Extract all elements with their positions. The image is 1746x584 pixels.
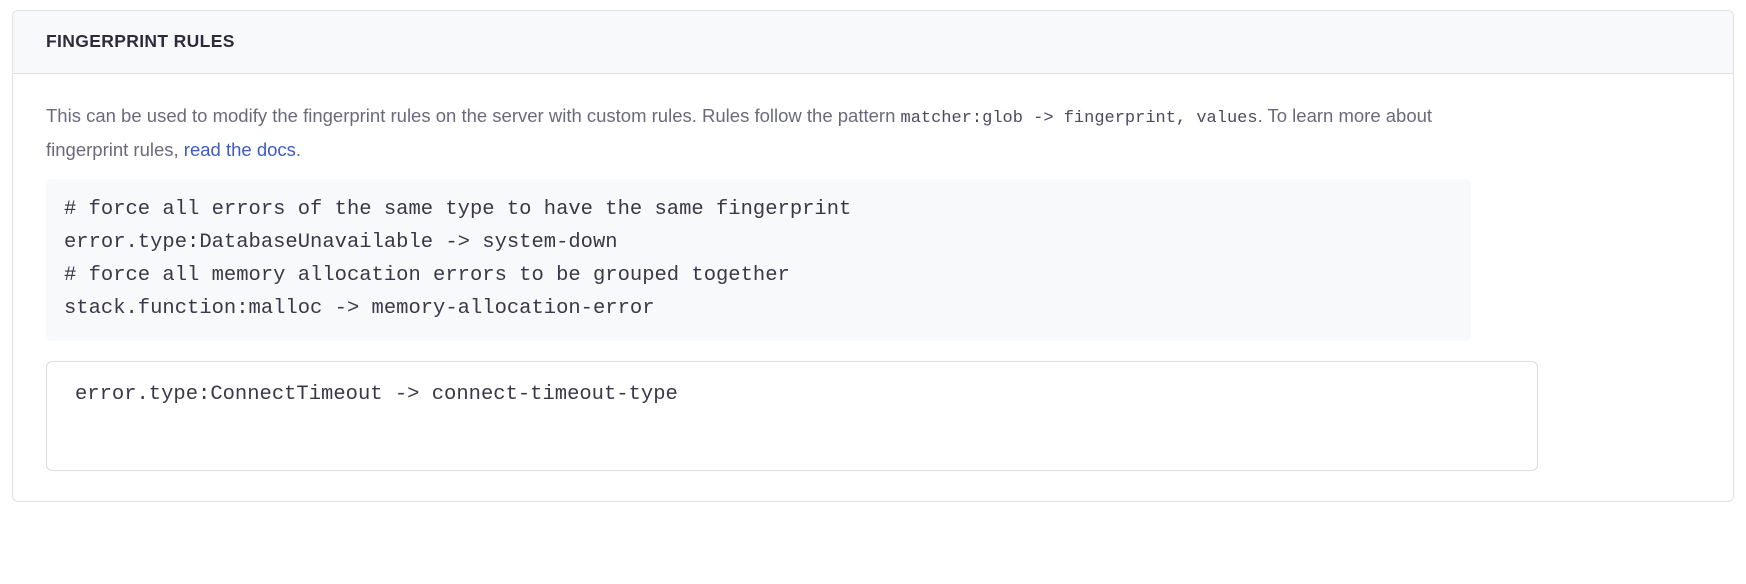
code-sample-text: # force all errors of the same type to h… bbox=[64, 198, 852, 320]
read-the-docs-link[interactable]: read the docs bbox=[183, 139, 296, 160]
inline-code-pattern: matcher:glob -> fingerprint, values bbox=[900, 109, 1258, 128]
fingerprint-rules-input[interactable] bbox=[46, 361, 1538, 471]
description-tail: . bbox=[295, 139, 302, 160]
description-text: This can be used to modify the fingerpri… bbox=[46, 100, 1508, 165]
fingerprint-rules-panel: FINGERPRINT RULES This can be used to mo… bbox=[12, 10, 1734, 502]
page-title: FINGERPRINT RULES bbox=[46, 31, 235, 52]
code-sample-block: # force all errors of the same type to h… bbox=[46, 179, 1471, 341]
description-lead: This can be used to modify the fingerpri… bbox=[46, 105, 901, 126]
panel-body: This can be used to modify the fingerpri… bbox=[13, 74, 1733, 501]
panel-header: FINGERPRINT RULES bbox=[13, 11, 1733, 74]
description-middle: . To learn more about fingerprint rules, bbox=[46, 105, 1433, 160]
